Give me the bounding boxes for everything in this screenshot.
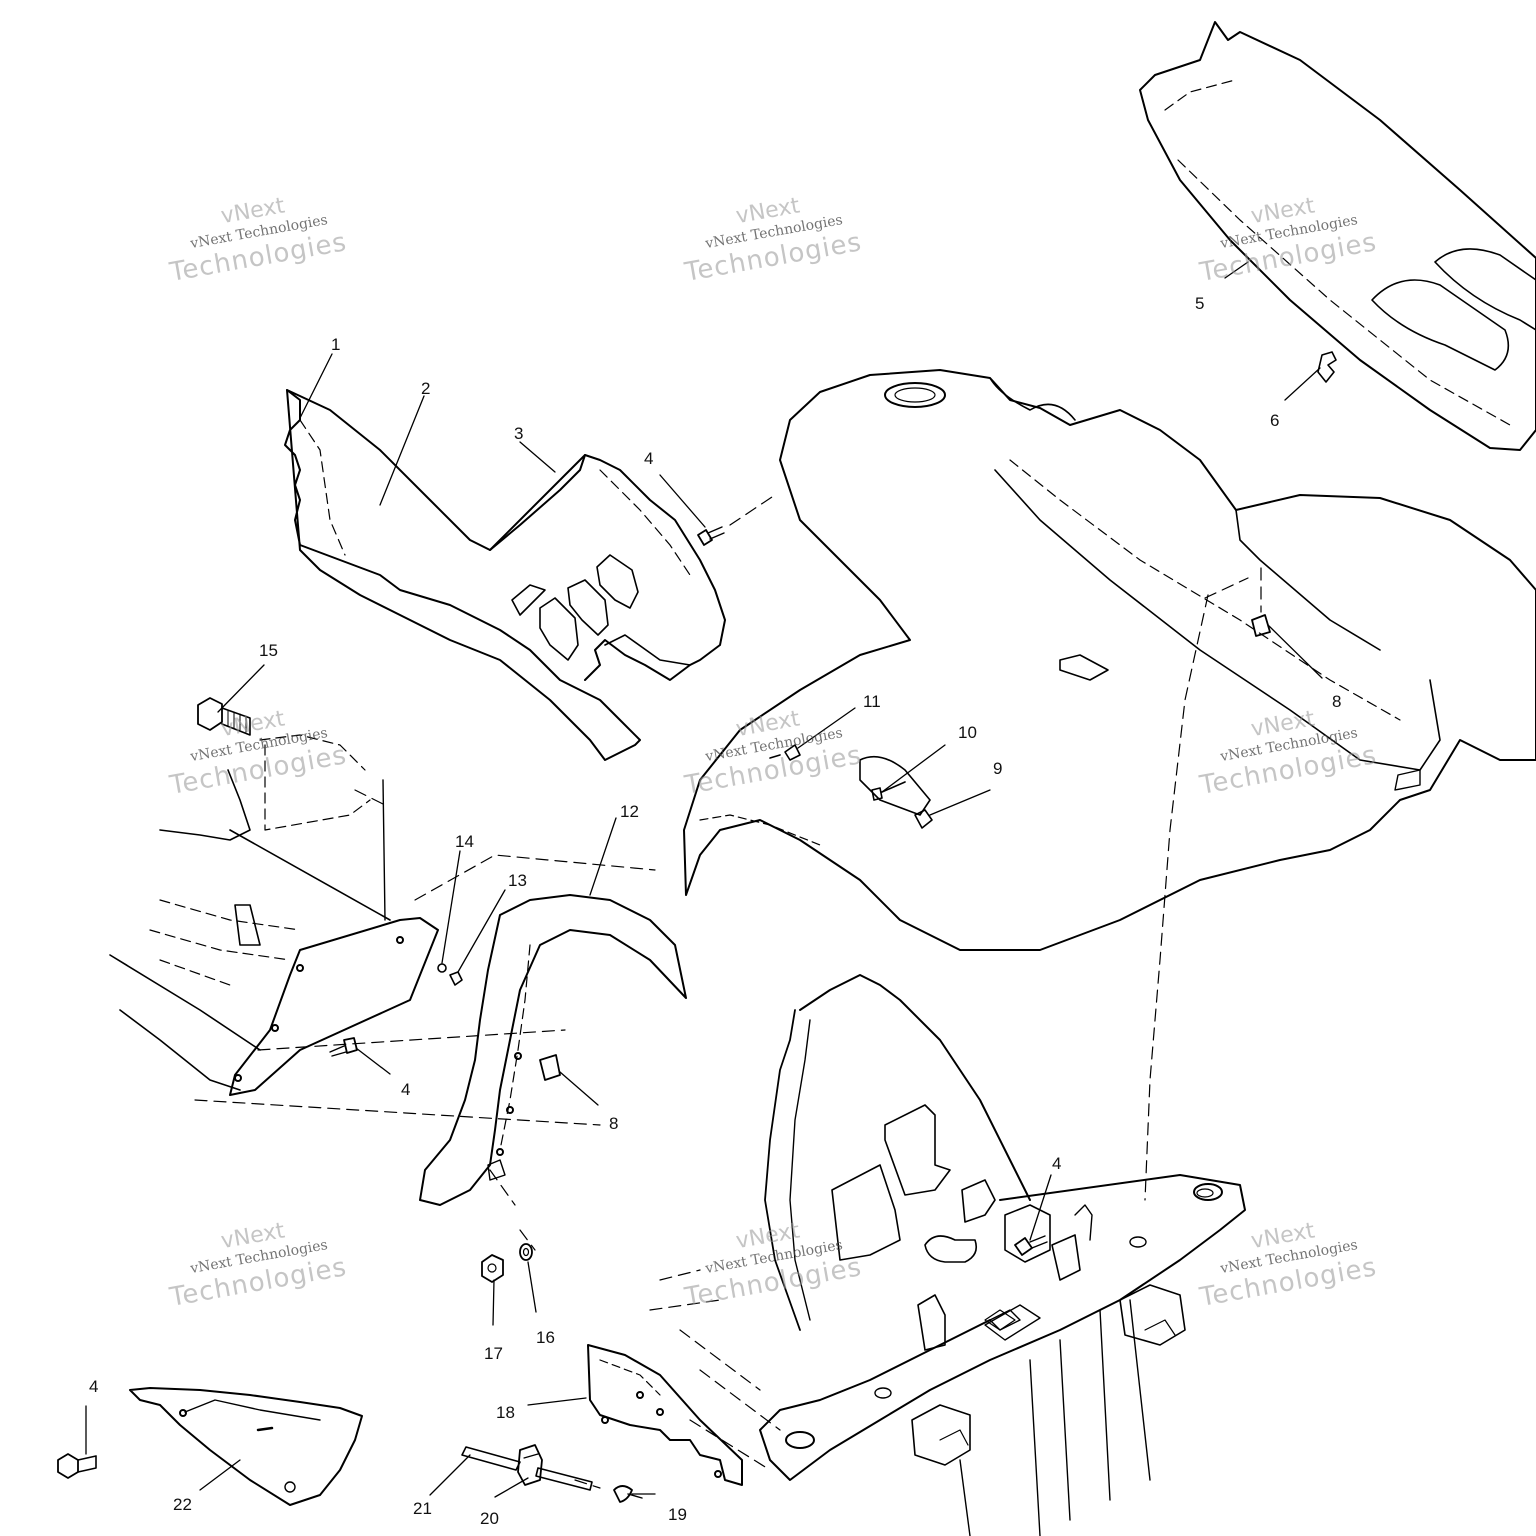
callout-15: 15 xyxy=(259,641,278,660)
callout-4d: 4 xyxy=(89,1377,98,1396)
seat-part xyxy=(1139,21,1536,451)
footwell-part xyxy=(109,734,391,1091)
clip-part-8-upper xyxy=(1251,614,1271,637)
callout-10: 10 xyxy=(958,723,977,742)
callout-2: 2 xyxy=(421,379,430,398)
clamp-part-20 xyxy=(517,1444,543,1486)
callout-8b: 8 xyxy=(609,1114,618,1133)
callout-6: 6 xyxy=(1270,411,1279,430)
rod-part-21 xyxy=(461,1446,593,1491)
callout-9: 9 xyxy=(993,759,1002,778)
callout-4b: 4 xyxy=(401,1080,410,1099)
callout-labels: 1 2 3 4 5 6 8 9 10 11 12 13 14 15 4 8 4 … xyxy=(89,294,1341,1528)
bolt-part-4d xyxy=(57,1453,97,1479)
side-panel-part-3 xyxy=(489,454,726,681)
washer-part-16 xyxy=(519,1243,533,1261)
plate-part-18 xyxy=(587,1344,743,1486)
screw-part-19 xyxy=(613,1485,643,1503)
side-panel-part-1-2 xyxy=(284,389,641,761)
callout-18: 18 xyxy=(496,1403,515,1422)
bolt-part-15 xyxy=(197,697,251,736)
screw-part-11 xyxy=(769,744,801,761)
callout-8a: 8 xyxy=(1332,692,1341,711)
callout-14: 14 xyxy=(455,832,474,851)
leader-lines xyxy=(85,261,1323,1498)
callout-21: 21 xyxy=(413,1499,432,1518)
callout-12: 12 xyxy=(620,802,639,821)
callout-3: 3 xyxy=(514,424,523,443)
nut-part-17 xyxy=(481,1254,504,1283)
assembly-lines xyxy=(194,494,1262,1489)
nut-part-9 xyxy=(914,809,933,829)
clip-part xyxy=(1317,351,1337,383)
callout-20: 20 xyxy=(480,1509,499,1528)
callout-5: 5 xyxy=(1195,294,1204,313)
nut-part-13 xyxy=(449,971,463,986)
callout-22: 22 xyxy=(173,1495,192,1514)
callout-16: 16 xyxy=(536,1328,555,1347)
callout-17: 17 xyxy=(484,1344,503,1363)
clip-part-8 xyxy=(539,1054,561,1081)
fender-flare-part xyxy=(419,894,687,1206)
washer-part-14 xyxy=(437,963,447,973)
callout-1: 1 xyxy=(331,335,340,354)
callout-4a: 4 xyxy=(644,449,653,468)
callout-19: 19 xyxy=(668,1505,687,1524)
screw-part-4a xyxy=(697,526,725,546)
heat-shield-part-22 xyxy=(129,1387,363,1506)
callout-13: 13 xyxy=(508,871,527,890)
screw-part-4b xyxy=(329,1037,358,1057)
screw-part-10 xyxy=(871,781,906,801)
callout-4c: 4 xyxy=(1052,1154,1061,1173)
bracket-plate-part xyxy=(229,917,439,1096)
callout-11: 11 xyxy=(863,692,881,711)
frame-part xyxy=(759,974,1246,1536)
screw-part-4c xyxy=(1014,1235,1048,1256)
rear-fender-part xyxy=(683,369,1536,951)
